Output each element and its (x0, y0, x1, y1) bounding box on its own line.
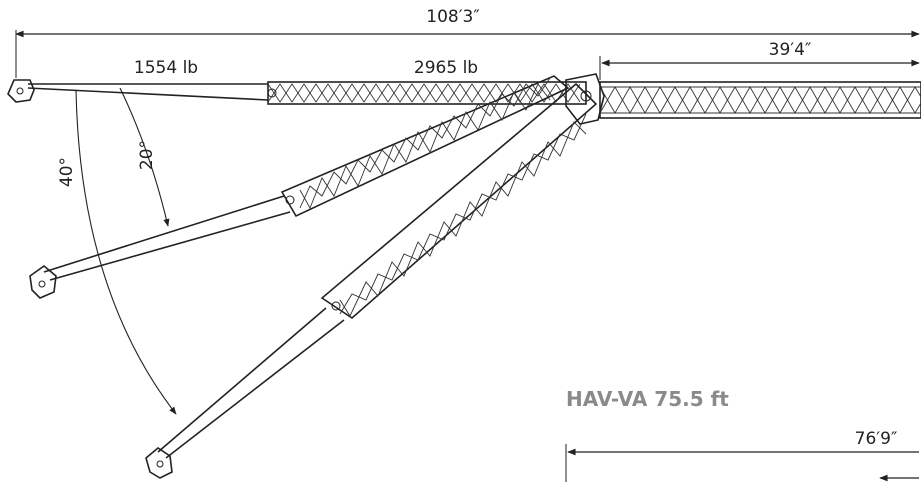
lattice-weight-label: 2965 lb (414, 58, 478, 78)
lower-length-label: 76′9″ (855, 429, 898, 449)
angle-20-label: 20° (137, 140, 157, 170)
lower-length-dimension: 76′9″ (565, 429, 919, 482)
angle-40-indicator: 40° (57, 89, 177, 415)
angle-20-indicator: 20° (119, 87, 170, 227)
angle-40-label: 40° (57, 157, 77, 187)
overall-length-label: 108′3″ (426, 7, 479, 27)
extension-length-label: 39′4″ (769, 40, 812, 60)
tip-weight-label: 1554 lb (134, 58, 198, 78)
jib-40-degrees (145, 82, 598, 479)
main-boom-extension (599, 81, 921, 119)
jib-pivot (565, 73, 605, 125)
extension-length-dimension: 39′4″ (599, 40, 920, 80)
overall-length-dimension: 108′3″ (15, 7, 920, 78)
jib-20-degrees (29, 75, 570, 299)
diagram-title: HAV-VA 75.5 ft (566, 387, 729, 411)
jib-0-degrees (7, 79, 587, 105)
